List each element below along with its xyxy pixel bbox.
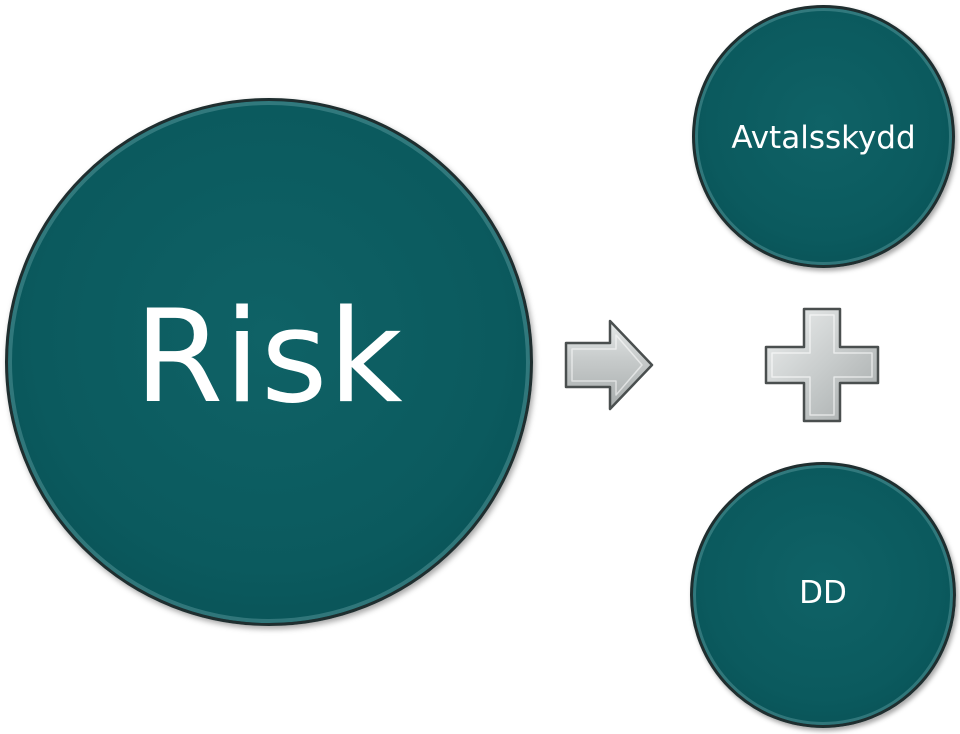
right-arrow-icon xyxy=(564,319,654,411)
risk-node: Risk xyxy=(5,98,533,626)
avtalsskydd-node: Avtalsskydd xyxy=(692,5,955,268)
risk-label: Risk xyxy=(134,282,404,432)
dd-node: DD xyxy=(690,462,956,728)
plus-icon xyxy=(764,307,880,423)
dd-label: DD xyxy=(799,575,847,611)
avtalsskydd-label: Avtalsskydd xyxy=(731,120,916,156)
